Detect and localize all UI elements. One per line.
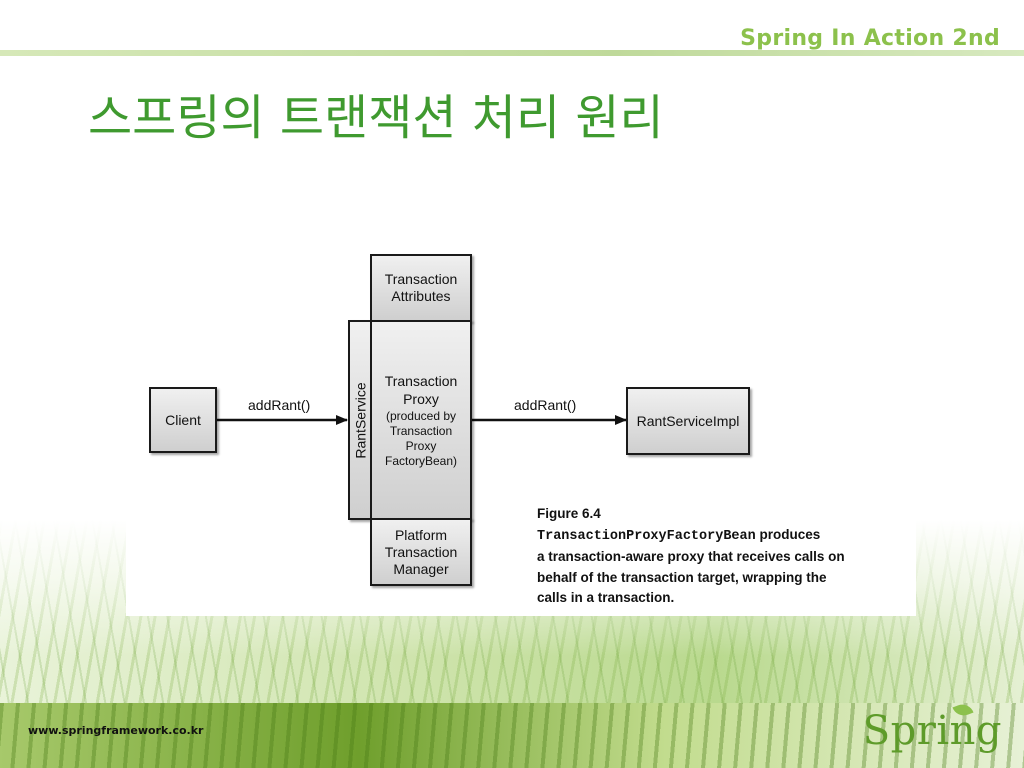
spring-logo: Spring bbox=[862, 708, 1002, 754]
client-label: Client bbox=[165, 411, 201, 428]
transaction-proxy-note: (produced by Transaction Proxy FactoryBe… bbox=[384, 408, 458, 468]
rant-service-impl-box: RantServiceImpl bbox=[626, 387, 750, 455]
edge-left-label: addRant() bbox=[248, 397, 311, 413]
caption-line-4: calls in a transaction. bbox=[537, 590, 675, 605]
transaction-proxy-box: Transaction Proxy (produced by Transacti… bbox=[370, 320, 472, 520]
platform-transaction-manager-label: Platform Transaction Manager bbox=[384, 526, 458, 577]
caption-line-1: TransactionProxyFactoryBean produces bbox=[537, 525, 907, 548]
rant-service-label: RantService bbox=[352, 381, 369, 459]
footer-url: www.springframework.co.kr bbox=[28, 724, 204, 737]
header-band bbox=[0, 50, 1024, 56]
caption-line-3: behalf of the transaction target, wrappi… bbox=[537, 569, 827, 585]
figure-label: Figure 6.4 bbox=[537, 506, 601, 521]
transaction-attributes-label: Transaction Attributes bbox=[384, 271, 458, 304]
platform-transaction-manager-box: Platform Transaction Manager bbox=[370, 518, 472, 586]
edge-right-label: addRant() bbox=[514, 397, 577, 413]
caption-line-2: a transaction-aware proxy that receives … bbox=[537, 549, 845, 564]
transaction-proxy-label: Transaction Proxy bbox=[384, 372, 458, 407]
slide-title: 스프링의 트랜잭션 처리 원리 bbox=[88, 90, 664, 146]
figure-caption: Figure 6.4 TransactionProxyFactoryBean p… bbox=[537, 504, 907, 609]
caption-line-1-rest: produces bbox=[755, 526, 821, 542]
caption-class-name: TransactionProxyFactoryBean bbox=[537, 528, 756, 544]
figure-card bbox=[126, 238, 916, 616]
transaction-attributes-box: Transaction Attributes bbox=[370, 254, 472, 322]
footer-bar bbox=[0, 703, 1024, 768]
book-title: Spring In Action 2nd bbox=[740, 26, 1000, 51]
client-box: Client bbox=[149, 387, 217, 453]
rant-service-impl-label: RantServiceImpl bbox=[636, 412, 740, 429]
